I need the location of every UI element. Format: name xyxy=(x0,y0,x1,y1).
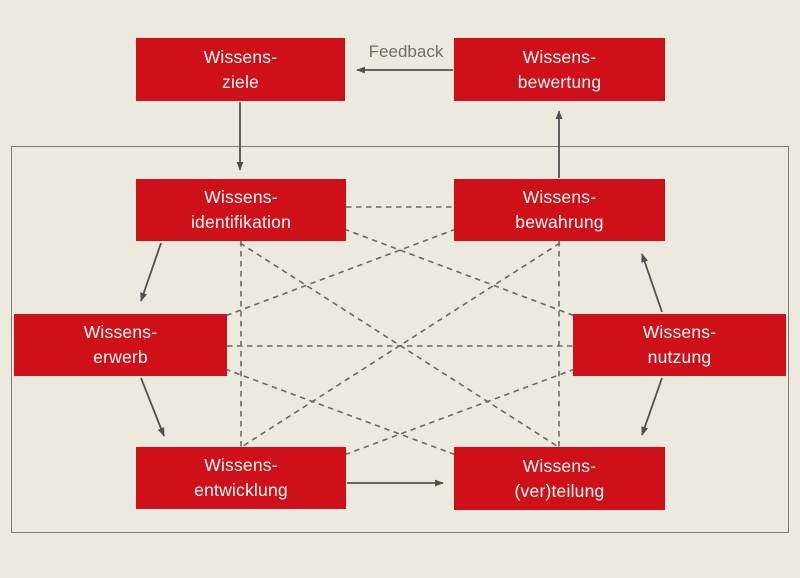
feedback-label: Feedback xyxy=(368,42,444,61)
node-wissensnutzung: Wissens- nutzung xyxy=(573,314,786,376)
node-label-line: nutzung xyxy=(647,347,712,367)
node-wissensbewertung: Wissens- bewertung xyxy=(454,38,665,101)
node-wissensbewahrung: Wissens- bewahrung xyxy=(454,179,665,241)
node-label-line: Wissens- xyxy=(642,322,717,342)
dashed-link-erwerb-verteilung xyxy=(224,368,457,456)
node-label-line: Wissens- xyxy=(203,46,278,67)
dashed-link-nutzung-entwicklung xyxy=(343,368,576,456)
arrow-nutzung-to-bewahrung xyxy=(641,253,663,313)
node-wissensverteilung: Wissens- (ver)teilung xyxy=(454,447,665,510)
node-wissensidentifikation: Wissens- identifikation xyxy=(136,179,346,241)
node-label-line: Wissens- xyxy=(204,455,278,475)
node-label-line: identifikation xyxy=(190,212,292,232)
node-label-line: Wissens- xyxy=(522,455,597,476)
node-wissensentwicklung: Wissens- entwicklung xyxy=(136,447,346,509)
node-label-line: ziele xyxy=(222,71,259,92)
dashed-link-bewahrung-erwerb xyxy=(224,228,457,317)
dashed-link-bewahrung-entwicklung xyxy=(242,242,561,447)
core-process-frame xyxy=(11,146,789,533)
dashed-link-identifikation-nutzung xyxy=(343,228,576,317)
node-label-line: Wissens- xyxy=(522,187,597,207)
arrow-identifikation-to-erwerb xyxy=(140,242,162,302)
node-label-line: bewahrung xyxy=(515,212,604,232)
arrow-erwerb-to-entwicklung xyxy=(140,377,165,437)
node-label-line: (ver)teilung xyxy=(514,480,605,501)
node-label-line: bewertung xyxy=(517,71,602,92)
node-label-line: entwicklung xyxy=(194,480,288,500)
node-wissenserwerb: Wissens- erwerb xyxy=(14,314,227,376)
arrow-nutzung-to-verteilung xyxy=(641,377,663,436)
node-label-line: Wissens- xyxy=(522,46,597,67)
node-label-line: Wissens- xyxy=(204,187,278,207)
node-label-line: erwerb xyxy=(93,347,148,367)
dashed-link-identifikation-verteilung xyxy=(239,242,558,447)
node-label-line: Wissens- xyxy=(83,322,158,342)
node-wissensziele: Wissens- ziele xyxy=(136,38,345,101)
